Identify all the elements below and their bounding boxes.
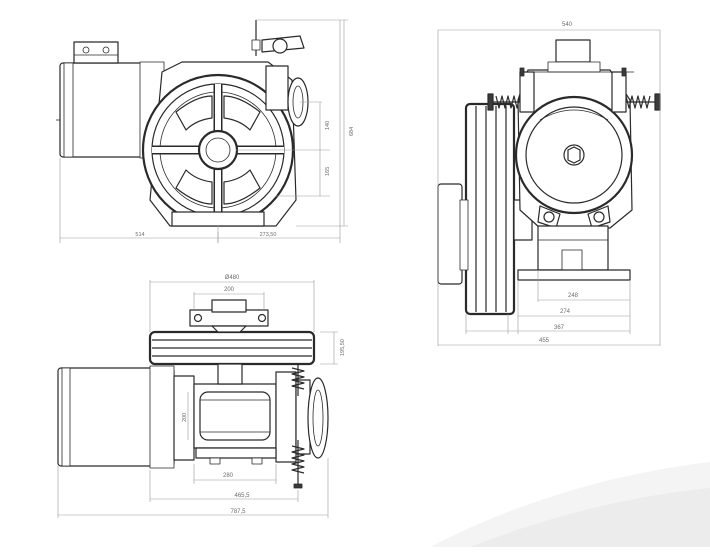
front-motor-endcap — [63, 62, 74, 158]
side-view: 540 248 274 367 455 — [437, 22, 661, 346]
side-dim-248: 248 — [568, 293, 579, 299]
side-dim-top: 540 — [562, 22, 573, 28]
front-brake-pivot — [272, 38, 288, 54]
top-view: Ø480 200 195,50 200 280 465,5 787,5 — [57, 275, 346, 518]
top-dim-465: 465,5 — [234, 493, 250, 499]
front-dim-h-total: 684 — [349, 127, 355, 136]
top-dim-diameter: Ø480 — [225, 275, 240, 281]
top-dim-200-side: 200 — [182, 413, 188, 422]
top-dim-280: 280 — [223, 473, 234, 479]
front-terminal-box — [73, 41, 119, 64]
side-top-box — [555, 39, 591, 63]
top-dim-200-top: 200 — [224, 287, 235, 293]
top-dim-195: 195,50 — [340, 339, 346, 356]
front-view: 514 273,50 140 165 684 — [56, 19, 355, 243]
side-dim-274: 274 — [560, 309, 571, 315]
top-spring-lower — [291, 440, 305, 489]
side-sheave — [464, 102, 516, 316]
background-swoosh-inner — [470, 488, 710, 547]
side-spring-right — [620, 93, 661, 111]
front-hub — [197, 129, 239, 171]
top-spring-upper — [291, 364, 305, 396]
side-hex-nut — [567, 146, 581, 164]
side-encoder — [437, 183, 463, 285]
front-dim-width-left: 514 — [135, 232, 144, 238]
front-dim-h-165: 165 — [325, 167, 331, 176]
top-encoder-disc — [307, 377, 329, 459]
side-base-plate — [517, 269, 631, 281]
side-dim-455: 455 — [539, 338, 550, 344]
front-dim-h-140: 140 — [325, 121, 331, 130]
top-dim-787: 787,5 — [230, 509, 246, 515]
front-dim-width-right: 273,50 — [260, 232, 277, 238]
side-dim-367: 367 — [554, 325, 565, 331]
